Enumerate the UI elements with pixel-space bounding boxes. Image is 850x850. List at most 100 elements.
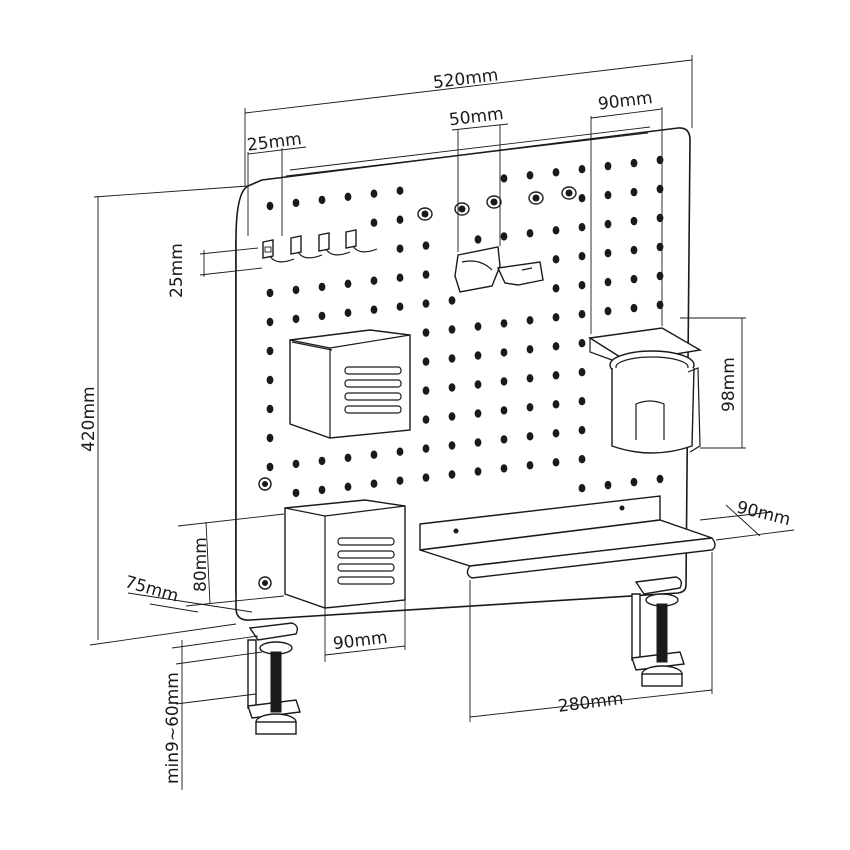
peg-hole <box>604 161 612 171</box>
label-peg-spacing: 50mm <box>448 104 505 131</box>
peg-hole <box>396 186 404 195</box>
label-total-height: 420mm <box>79 386 99 452</box>
peg-hole <box>474 409 482 418</box>
peg-hole <box>318 456 326 466</box>
peg-hole <box>396 302 404 311</box>
peg-hole <box>266 433 274 443</box>
upper-basket-slots <box>344 366 402 414</box>
peg-hole <box>318 311 326 321</box>
label-shelf-width: 280mm <box>557 689 625 717</box>
peg-hole <box>500 319 508 328</box>
peg-hole <box>578 455 586 464</box>
peg-hole <box>396 447 404 456</box>
peg-hole <box>292 285 300 295</box>
peg-hole <box>578 194 586 203</box>
label-basket-width: 90mm <box>332 628 389 655</box>
peg-hole <box>448 383 456 392</box>
peg-hole <box>630 477 638 487</box>
peg-hole <box>422 299 430 308</box>
peg-hole <box>422 473 430 482</box>
peg-hole <box>578 397 586 406</box>
peg-hole <box>370 189 378 198</box>
peg-hole <box>578 223 586 232</box>
peg-hole <box>266 288 274 298</box>
label-cup-holder-width: 90mm <box>597 88 654 115</box>
peg-hole <box>292 198 300 208</box>
peg-hole <box>318 195 326 205</box>
peg-hole <box>474 467 482 476</box>
cup-holder <box>588 327 703 454</box>
peg-hole <box>396 273 404 282</box>
peg-hole <box>266 375 274 385</box>
peg-hole <box>630 303 638 313</box>
peg-hole <box>604 190 612 200</box>
peg-hole <box>448 354 456 363</box>
peg-hole <box>526 229 534 238</box>
peg-hole <box>578 165 586 174</box>
shelf <box>419 495 716 579</box>
dimension-lines <box>89 55 795 790</box>
peg-hole <box>422 386 430 395</box>
peg-hole <box>266 462 274 472</box>
label-clamp-range: min9~60mm <box>163 672 183 784</box>
peg-hole <box>448 325 456 334</box>
peg-hole <box>370 218 378 227</box>
peg-hole <box>552 429 560 438</box>
peg-hole <box>344 308 352 317</box>
peg-hole <box>448 470 456 479</box>
peg-hole <box>474 438 482 447</box>
peg-hole <box>500 406 508 415</box>
peg-hole <box>552 400 560 409</box>
lower-basket-slots <box>337 537 395 585</box>
peg-hole <box>396 215 404 224</box>
peg-hole <box>630 274 638 284</box>
label-basket-height: 80mm <box>191 537 211 592</box>
peg-hole <box>552 255 560 264</box>
peg-row <box>417 186 577 221</box>
peg-hole <box>292 314 300 324</box>
peg-hole <box>344 482 352 491</box>
peg-hole <box>292 459 300 469</box>
peg-hole <box>604 277 612 287</box>
peg-hole <box>318 485 326 495</box>
peg-hole <box>526 316 534 325</box>
peg-hole <box>500 435 508 444</box>
u-bracket-holder <box>454 246 544 293</box>
peg-hole <box>656 474 664 484</box>
peg-hole <box>552 313 560 322</box>
peg-hole <box>578 426 586 435</box>
hooks-set <box>262 229 378 263</box>
pegboard-panel <box>235 126 691 621</box>
lower-basket <box>284 499 406 609</box>
label-total-width: 520mm <box>432 65 500 93</box>
peg-hole <box>318 282 326 292</box>
peg-hole <box>266 346 274 356</box>
peg-hole <box>630 158 638 168</box>
peg-hole <box>604 306 612 316</box>
peg-hole <box>266 201 274 211</box>
peg-hole <box>500 377 508 386</box>
peg-hole <box>500 464 508 473</box>
peg-hole <box>578 339 586 348</box>
panel-knobs <box>258 477 272 590</box>
peg-hole <box>422 241 430 250</box>
peg-hole <box>500 348 508 357</box>
peg-hole <box>500 174 508 183</box>
peg-hole <box>422 444 430 453</box>
peg-hole <box>422 270 430 279</box>
peg-hole <box>552 168 560 177</box>
peg-hole <box>448 296 456 305</box>
right-clamp <box>631 576 685 687</box>
label-hook-spacing: 25mm <box>246 129 303 156</box>
peg-hole <box>370 276 378 285</box>
peg-hole <box>552 371 560 380</box>
peg-hole <box>630 187 638 197</box>
peg-hole <box>370 479 378 488</box>
peg-hole <box>552 458 560 467</box>
peg-hole <box>474 380 482 389</box>
peg-hole <box>578 484 586 493</box>
peg-hole <box>344 279 352 288</box>
peg-hole <box>526 171 534 180</box>
peg-hole <box>578 252 586 261</box>
